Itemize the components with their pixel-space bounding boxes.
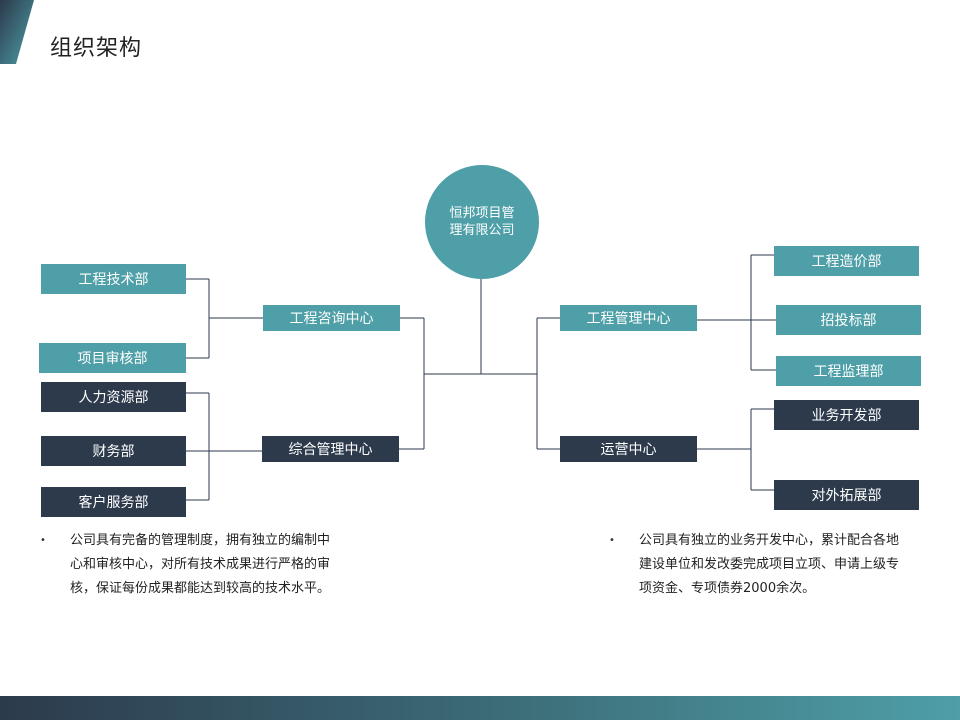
note-right-text: 公司具有独立的业务开发中心，累计配合各地 建设单位和发改委完成项目立项、申请上级…: [639, 529, 899, 601]
note-left-text: 公司具有完备的管理制度，拥有独立的编制中 心和审核中心，对所有技术成果进行严格的…: [70, 529, 330, 601]
note-left-line: 公司具有完备的管理制度，拥有独立的编制中: [70, 533, 331, 548]
root-node-company: 恒邦项目管理有限公司: [425, 165, 539, 279]
center-engineering-consulting: 工程咨询中心: [263, 305, 400, 331]
dept-project-review: 项目审核部: [39, 343, 186, 373]
dept-customer-service: 客户服务部: [41, 487, 186, 517]
dept-external-expansion: 对外拓展部: [774, 480, 919, 510]
note-right-bullet: •: [609, 535, 615, 546]
dept-cost: 工程造价部: [774, 246, 919, 276]
page-title: 组织架构: [50, 36, 143, 61]
dept-hr: 人力资源部: [41, 382, 186, 412]
dept-business-dev: 业务开发部: [774, 400, 919, 430]
dept-finance: 财务部: [41, 436, 186, 466]
note-left-line: 心和审核中心，对所有技术成果进行严格的审: [70, 557, 331, 572]
note-left-line: 核，保证每份成果都能达到较高的技术水平。: [70, 581, 331, 596]
footer-bar: [0, 696, 960, 720]
dept-engineering-tech: 工程技术部: [41, 264, 186, 294]
note-right-line: 建设单位和发改委完成项目立项、申请上级专: [639, 557, 900, 572]
note-left-bullet: •: [40, 535, 46, 546]
note-right: • 公司具有独立的业务开发中心，累计配合各地 建设单位和发改委完成项目立项、申请…: [609, 529, 949, 605]
title-corner-accent: [0, 0, 34, 64]
center-engineering-management: 工程管理中心: [560, 305, 697, 331]
dept-bidding: 招投标部: [776, 305, 921, 335]
note-right-line: 项资金、专项债券2000余次。: [639, 581, 816, 596]
root-node-label: 恒邦项目管理有限公司: [449, 206, 515, 238]
center-general-management: 综合管理中心: [262, 436, 399, 462]
dept-supervision: 工程监理部: [776, 356, 921, 386]
note-left: • 公司具有完备的管理制度，拥有独立的编制中 心和审核中心，对所有技术成果进行严…: [40, 529, 380, 605]
note-right-line: 公司具有独立的业务开发中心，累计配合各地: [639, 533, 900, 548]
center-operations: 运营中心: [560, 436, 697, 462]
